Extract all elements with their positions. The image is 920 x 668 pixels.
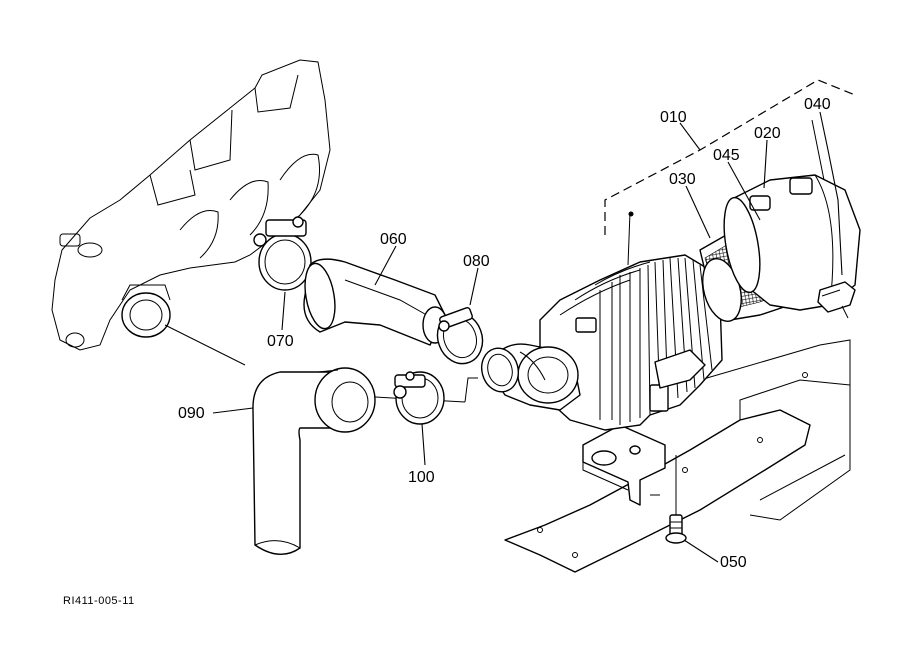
- drawing-code: RI411-005-11: [63, 595, 135, 607]
- part-050-bolt: [665, 455, 687, 544]
- mounting-frame: [504, 339, 851, 573]
- callout-040: 040: [804, 96, 831, 113]
- part-010-air-cleaner-body: [539, 211, 723, 431]
- part-060-hose: [303, 258, 448, 346]
- callout-060: 060: [380, 231, 407, 248]
- callout-080: 080: [463, 253, 490, 270]
- callout-090: 090: [178, 405, 205, 422]
- callout-leader-lines: [212, 111, 843, 563]
- callout-070: 070: [267, 333, 294, 350]
- callout-030: 030: [669, 171, 696, 188]
- mounting-bracket: [582, 424, 666, 506]
- part-040-clip: [811, 119, 856, 319]
- part-080-hose-clamp: [436, 307, 484, 365]
- callout-010: 010: [660, 109, 687, 126]
- part-090-elbow-hose: [252, 367, 466, 555]
- callout-050: 050: [720, 554, 747, 571]
- callout-020: 020: [754, 125, 781, 142]
- intake-manifold: [51, 59, 331, 366]
- assembly-guide-line: [464, 377, 478, 403]
- part-100-hose-clamp: [393, 371, 445, 425]
- callout-100: 100: [408, 469, 435, 486]
- callout-labels: 010 020 040 045 030 060 080 070 090 100 …: [63, 96, 831, 607]
- callout-045: 045: [713, 147, 740, 164]
- part-070-hose-clamp: [253, 216, 312, 291]
- air-inlet-elbow: [481, 343, 581, 411]
